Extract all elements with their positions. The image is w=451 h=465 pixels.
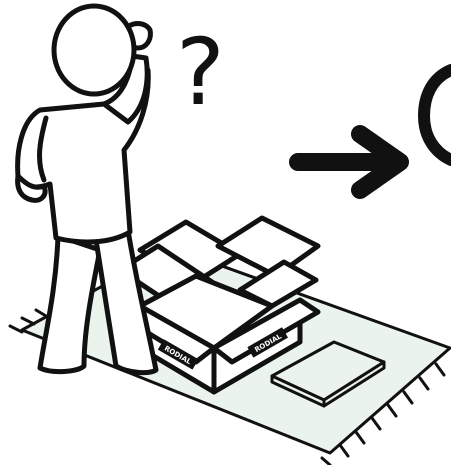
- question-mark-glyph: ?: [176, 19, 225, 126]
- right-arrow-icon: [298, 134, 400, 190]
- cropped-next-step-shape: [424, 70, 451, 160]
- thinking-person-figure: [18, 6, 156, 373]
